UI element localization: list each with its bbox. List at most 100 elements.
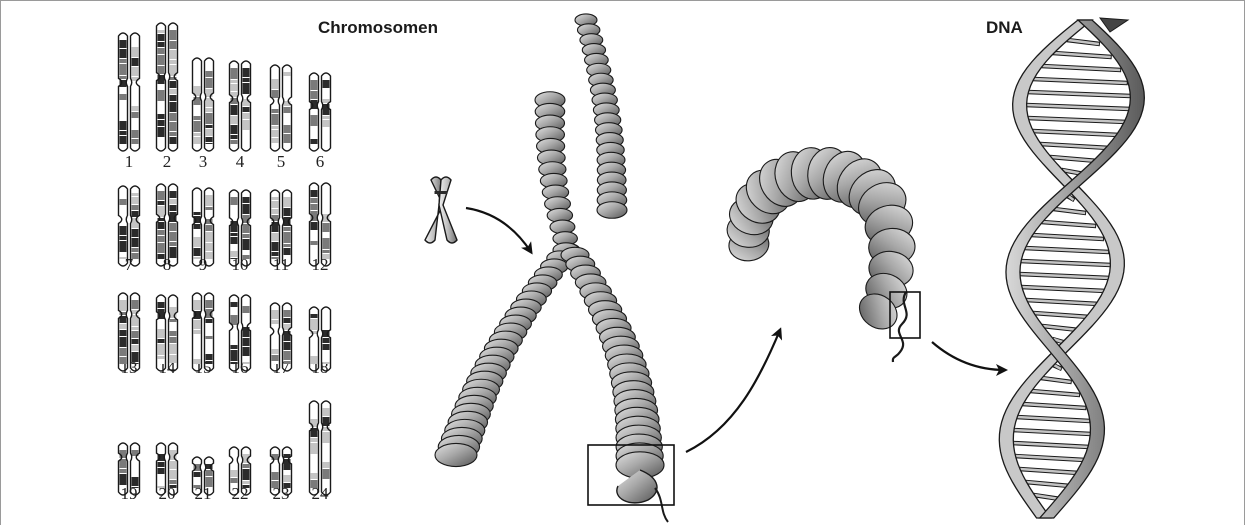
chromosome-band [132,205,139,210]
chromosome-band [120,131,127,135]
chromosome-11 [271,190,292,266]
dna-double-helix [999,18,1144,518]
chromosome-band [231,470,238,477]
chromosome-20 [157,443,178,495]
chromosome-band [206,78,213,88]
chromosome-band [231,116,238,124]
chromosome-band [120,226,127,235]
chromosome-band [231,140,238,144]
chromosome-band [284,197,291,207]
chromosome-band [272,252,279,256]
chromosome-band [243,224,250,233]
chromosome-band [272,90,279,98]
chromosome-band [170,60,177,64]
chromosome-band [284,72,291,76]
upper-left-arm [535,92,580,257]
chromosome-band [231,258,238,259]
karyotype-group [119,23,331,495]
chromosome-band [158,120,165,126]
chromosome-band [243,120,250,130]
chromosome-band [170,480,177,484]
chromosome-band [194,224,201,229]
chromosome-1 [119,33,140,151]
chromosome-band [284,227,291,231]
chromosome-10 [230,190,251,266]
chromosome-band [158,450,165,453]
arrow-to-dna [932,342,1005,370]
chromosome-band [170,191,177,198]
chromosome-band [170,41,177,49]
chromosome-band [231,251,238,257]
chromosome-band [132,67,139,76]
chromosome-band [120,357,127,364]
chromosome-band [243,234,250,238]
chromosome-band [284,459,291,470]
chromosome-band [158,475,165,485]
chromosome-band [323,448,330,455]
chromosome-band [311,443,318,454]
chromosome-band [170,132,177,136]
chromosome-band [120,300,127,311]
chromosome-band [158,201,165,205]
chromosome-band [158,90,165,101]
chromosome-band [206,336,213,339]
chromosome-band [194,65,201,72]
chromosome-band [323,141,330,144]
chromosome-band [194,300,201,310]
chromosome-5 [271,65,292,151]
chromosome-14 [157,295,178,371]
chromosome-band [158,55,165,65]
chromosome-band [323,196,330,202]
chromosome-band [132,339,139,344]
chromosome-band [132,139,139,144]
small-chromatid [439,177,457,243]
chromosome-band [284,244,291,247]
chromosome-band [323,120,330,127]
chromosome-band [284,483,291,488]
chromosome-band [194,195,201,199]
coil-turn [597,202,627,219]
chromosome-band [194,347,201,350]
chromosome-band [284,475,291,482]
chromosome-band [194,230,201,236]
chromosome-band [243,464,250,468]
chromosome-band [311,467,318,472]
chromosome-band [311,80,318,90]
chromosome-band [170,232,177,241]
chromosome-band [170,323,177,330]
chromosome-band [311,455,318,458]
chromosome-band [243,469,250,480]
chromosome-band [231,125,238,134]
chromosome-band [194,116,201,120]
chromosome-band [158,356,165,359]
chromosome-band [323,456,330,461]
chromosome-band [272,472,279,480]
chromosome-23 [271,447,292,495]
chromosome-band [284,471,291,474]
chromosome-band [231,105,238,115]
chromosome-band [206,470,213,476]
chromosome-band [323,462,330,468]
chromosome-band [132,106,139,111]
chromosome-band [170,470,177,479]
chromosome-band [284,342,291,350]
chromosome-band [120,40,127,48]
chromosome-band [231,80,238,83]
chromosome-band [170,242,177,246]
chromosome-band [194,216,201,223]
chromosome-band [243,204,250,214]
chromosome-band [194,472,201,477]
chromosome-band [206,243,213,251]
lower-left-arm [435,243,579,467]
chromosome-band [158,106,165,113]
chromosome-band [158,48,165,54]
chromosome-band [158,138,165,144]
chromosome-band [284,351,291,360]
chromosome-band [272,138,279,143]
chromosome-band [284,318,291,323]
chromosome-band [158,127,165,137]
chromosome-band [311,480,318,488]
chromosome-band [272,337,279,340]
chromosome-15 [193,293,214,371]
